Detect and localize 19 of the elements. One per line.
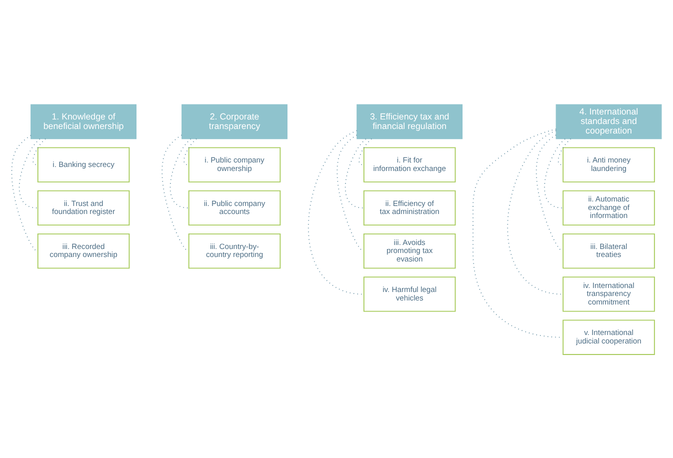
connector xyxy=(308,130,364,294)
connector xyxy=(336,134,364,252)
connector xyxy=(536,134,563,252)
connector xyxy=(184,138,197,165)
connector xyxy=(162,134,189,252)
node-box: 4. International standards and cooperation xyxy=(556,104,662,139)
connector xyxy=(558,138,572,165)
connector xyxy=(544,138,566,208)
connector xyxy=(11,134,38,252)
node-box: 2. Corporate transparency xyxy=(182,104,288,139)
connector xyxy=(358,138,372,165)
node-box: 1. Knowledge of beneficial ownership xyxy=(30,104,136,139)
connector xyxy=(18,138,40,208)
node-box: 3. Efficiency tax and financial regulation xyxy=(356,104,463,139)
connector xyxy=(344,138,366,208)
connector xyxy=(507,130,563,294)
connector xyxy=(170,138,192,208)
connector xyxy=(32,138,46,165)
connector xyxy=(472,128,563,338)
